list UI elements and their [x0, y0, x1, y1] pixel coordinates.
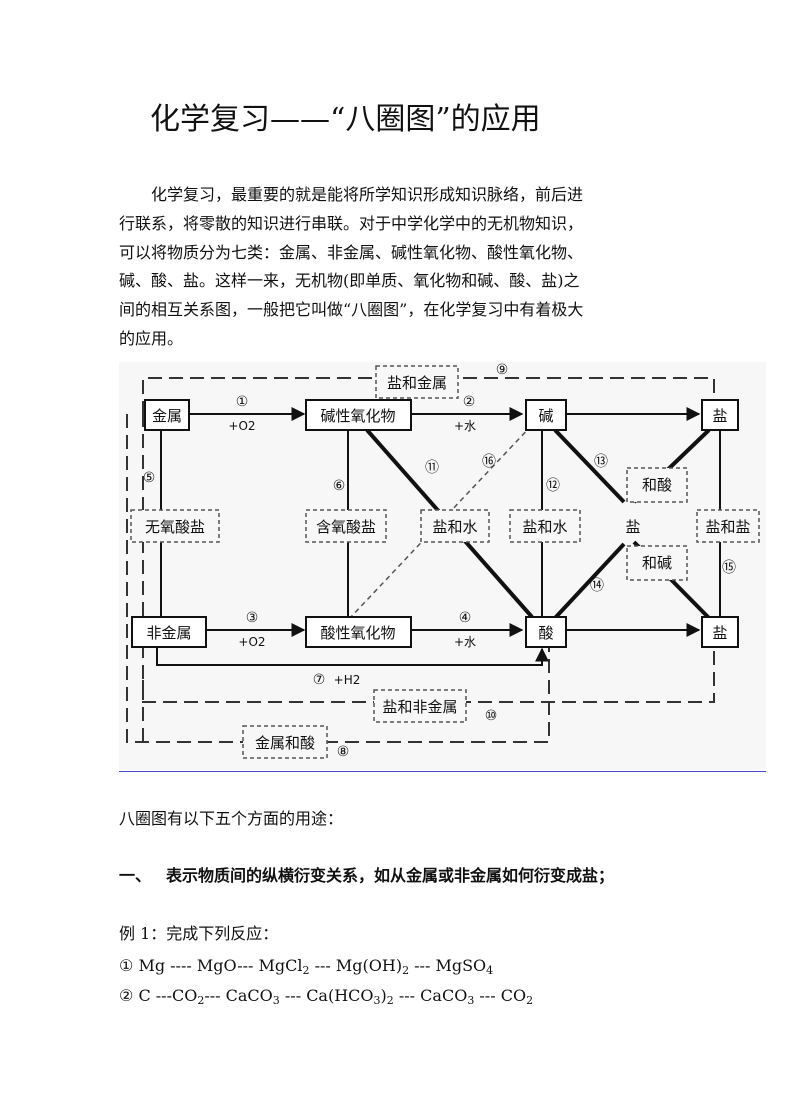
figure-rule	[119, 771, 766, 772]
node-acidic-oxide-label: 酸性氧化物	[320, 624, 395, 642]
eq-text: --- Mg(OH)	[309, 956, 403, 975]
eq-text: Mg ---- MgO--- MgCl	[138, 956, 303, 975]
intro-line: 碱、酸、盐。这样一来，无机物(即单质、氧化物和碱、酸、盐)之	[119, 271, 580, 291]
node-basic-oxide: 碱性氧化物	[305, 399, 412, 431]
circled-14: ⑭	[590, 578, 604, 594]
edge-label-o2-b: +O2	[238, 635, 265, 649]
eq-sub: 3	[467, 994, 475, 1007]
node-base-label: 碱	[538, 407, 553, 425]
node-salt-top: 盐	[701, 399, 739, 431]
edge-label-water-b: +水	[454, 635, 476, 649]
edge-label-h2: +H2	[334, 673, 361, 687]
dashed-and-acid: 和酸	[642, 476, 672, 494]
circled-16: ⑯	[482, 454, 496, 470]
dashed-and-base: 和碱	[642, 554, 672, 572]
circled-6: ⑥	[333, 478, 346, 494]
circled-2: ②	[463, 394, 476, 410]
equation-2: ② C ---CO2--- CaCO3 --- Ca(HCO3)2 --- Ca…	[119, 985, 533, 1007]
eq-sub: 2	[302, 964, 310, 977]
intro-line: 的应用。	[119, 328, 184, 348]
section-heading-1: 一、表示物质间的纵横衍变关系，如从金属或非金属如何衍变成盐；	[119, 865, 614, 887]
dashed-salt-and-salt: 盐和盐	[705, 518, 750, 536]
eq-text: --- CaCO	[204, 986, 273, 1005]
node-basic-oxide-label: 碱性氧化物	[320, 407, 395, 425]
circled-4: ④	[459, 610, 472, 626]
node-base: 碱	[525, 399, 567, 431]
eight-circle-diagram: 金属 碱性氧化物 碱 盐 非金属 酸性氧化物 酸 盐 盐和金属 无氧酸盐 含氧酸…	[119, 362, 766, 770]
node-metal: 金属	[144, 399, 190, 431]
dashed-salt-water-2: 盐和水	[522, 518, 567, 536]
eq-sub: 2	[386, 994, 394, 1007]
circled-8: ⑧	[337, 744, 350, 760]
dashed-salt-mid: 盐	[625, 518, 640, 536]
section-text: 表示物质间的纵横衍变关系，如从金属或非金属如何衍变成盐；	[166, 866, 615, 885]
eq-text: C ---CO	[138, 986, 198, 1005]
eq-sub: 2	[197, 994, 205, 1007]
document-title: 化学复习——“八圈图”的应用	[150, 102, 541, 137]
circled-3: ③	[246, 610, 259, 626]
circled-15: ⑮	[722, 560, 736, 576]
dashed-salt-and-metal: 盐和金属	[387, 374, 447, 392]
edge-label-water-a: +水	[454, 419, 476, 433]
dashed-salt-and-nonmetal: 盐和非金属	[382, 698, 457, 716]
equation-1: ① Mg ---- MgO--- MgCl2 --- Mg(OH)2 --- M…	[119, 955, 493, 977]
example-label: 例 1：完成下列反应：	[119, 924, 279, 943]
circled-10: ⑩	[485, 708, 498, 724]
edge-14	[553, 542, 626, 620]
edge-7	[156, 646, 549, 666]
eq-sub: 2	[526, 994, 534, 1007]
eq-sub: 2	[402, 964, 410, 977]
node-salt-top-label: 盐	[712, 407, 727, 425]
node-nonmetal: 非金属	[131, 616, 207, 648]
node-acidic-oxide: 酸性氧化物	[305, 616, 412, 648]
circled-5: ⑤	[143, 470, 156, 486]
intro-line: 行联系，将零散的知识进行串联。对于中学化学中的无机物知识，	[119, 213, 584, 233]
node-acid: 酸	[525, 616, 567, 648]
equation-mark: ②	[119, 986, 134, 1005]
node-salt-bottom-label: 盐	[712, 624, 727, 642]
loop-metal-acid	[126, 414, 550, 743]
intro-line: 可以将物质分为七类：金属、非金属、碱性氧化物、酸性氧化物、	[119, 242, 584, 262]
circled-9: ⑨	[496, 362, 509, 378]
equation-mark: ①	[119, 956, 134, 975]
eq-text: --- CaCO	[393, 986, 468, 1005]
node-nonmetal-label: 非金属	[146, 624, 191, 642]
dashed-oxy-salt: 含氧酸盐	[316, 518, 376, 536]
circled-1: ①	[236, 394, 249, 410]
eq-text: --- Ca(HCO	[279, 986, 374, 1005]
eq-text: )	[380, 986, 387, 1005]
intro-line: 间的相互关系图，一般把它叫做“八圈图”，在化学复习中有着极大	[119, 300, 584, 320]
dashed-anoxic-salt: 无氧酸盐	[145, 518, 205, 536]
intro-line: 化学复习，最重要的就是能将所学知识形成知识脉络，前后进	[151, 185, 584, 204]
dashed-salt-water-1: 盐和水	[432, 518, 477, 536]
section-number: 一、	[119, 866, 152, 885]
edge-13	[553, 428, 626, 504]
dashed-metal-and-acid: 金属和酸	[255, 734, 315, 752]
circled-11: ⑪	[425, 460, 439, 476]
uses-intro: 八圈图有以下五个方面的用途：	[119, 809, 344, 828]
circled-13: ⑬	[594, 454, 608, 470]
eq-text: --- CO	[474, 986, 527, 1005]
intro-paragraph: 化学复习，最重要的就是能将所学知识形成知识脉络，前后进 行联系，将零散的知识进行…	[119, 181, 667, 354]
eq-text: --- MgSO	[409, 956, 487, 975]
eq-sub: 4	[486, 964, 494, 977]
edge-label-o2-a: +O2	[228, 419, 255, 433]
node-salt-bottom: 盐	[701, 616, 739, 648]
node-acid-label: 酸	[538, 624, 553, 642]
node-metal-label: 金属	[152, 407, 182, 425]
eq-sub: 3	[373, 994, 381, 1007]
circled-7: ⑦	[313, 672, 326, 688]
eq-sub: 3	[272, 994, 280, 1007]
circled-12: ⑫	[546, 478, 560, 494]
